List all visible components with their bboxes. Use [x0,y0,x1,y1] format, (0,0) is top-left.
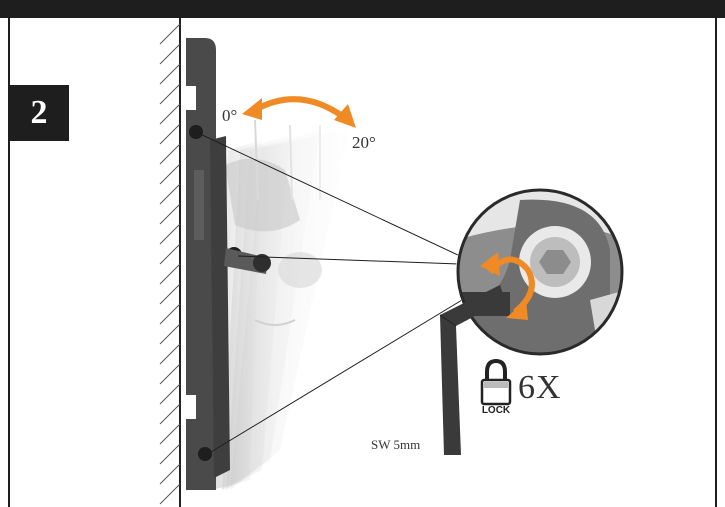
allen-key-tool [439,285,505,455]
frame-left-border [8,18,10,507]
padlock-icon [480,358,512,406]
page-header-bar [0,0,725,18]
tilt-start-angle: 0° [222,106,238,125]
tilt-arc-arrow [242,96,356,128]
magnified-detail [456,188,624,356]
magnifier-leader-lines [197,132,463,456]
wall-hatching [159,18,181,507]
tv-arm-bracket [189,125,271,478]
tilt-end-angle: 20° [352,133,376,152]
frame-right-border [715,18,717,507]
lock-label: LOCK [481,405,511,416]
screw-rotate-arrow [480,252,535,320]
step-number-badge: 2 [9,85,69,141]
tilt-ghost-positions [212,119,350,490]
quantity-label: 6X [518,369,562,406]
wall-plate [184,38,216,490]
allen-key-size-label: SW 5mm [371,437,421,452]
